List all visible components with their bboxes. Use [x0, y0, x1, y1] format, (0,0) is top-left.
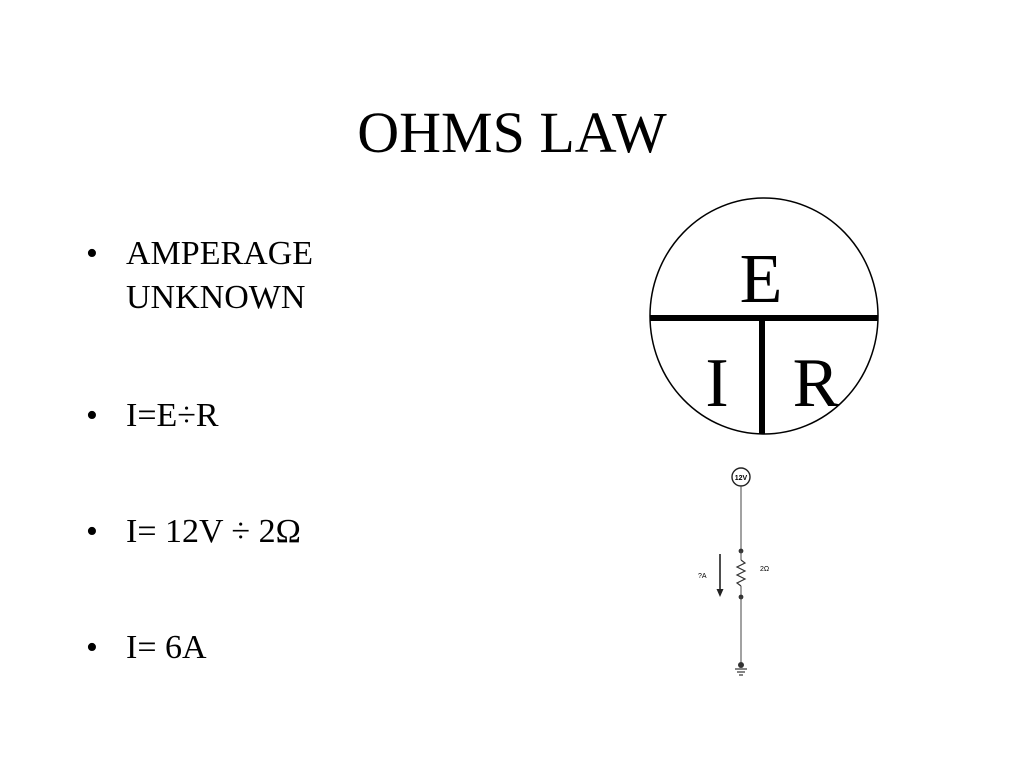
voltage-source-label: 12V	[735, 475, 748, 482]
ohms-law-circle: E I R	[649, 197, 879, 435]
resistor-label: 2Ω	[760, 566, 769, 573]
current-arrow-head	[716, 589, 724, 597]
bullet-text: I=E÷R	[126, 397, 219, 434]
slide-title: OHMS LAW	[357, 100, 667, 165]
bullet-text: I= 6A	[126, 629, 207, 666]
bullet-text: I= 12V ÷ 2Ω	[126, 513, 301, 550]
circuit-diagram: 12V 2Ω ?A	[698, 467, 769, 676]
voltage-letter: E	[740, 241, 783, 318]
bullet-marker: •	[86, 513, 98, 550]
bullet-text: AMPERAGE UNKNOWN	[126, 235, 314, 316]
current-label: ?A	[698, 573, 707, 580]
current-letter: I	[705, 345, 728, 422]
bullet-marker: •	[86, 629, 98, 666]
bullet-marker: •	[86, 235, 98, 272]
resistance-letter: R	[793, 345, 840, 422]
ground-dot	[738, 662, 744, 668]
bullet-marker: •	[86, 397, 98, 434]
resistor-symbol	[735, 559, 747, 587]
